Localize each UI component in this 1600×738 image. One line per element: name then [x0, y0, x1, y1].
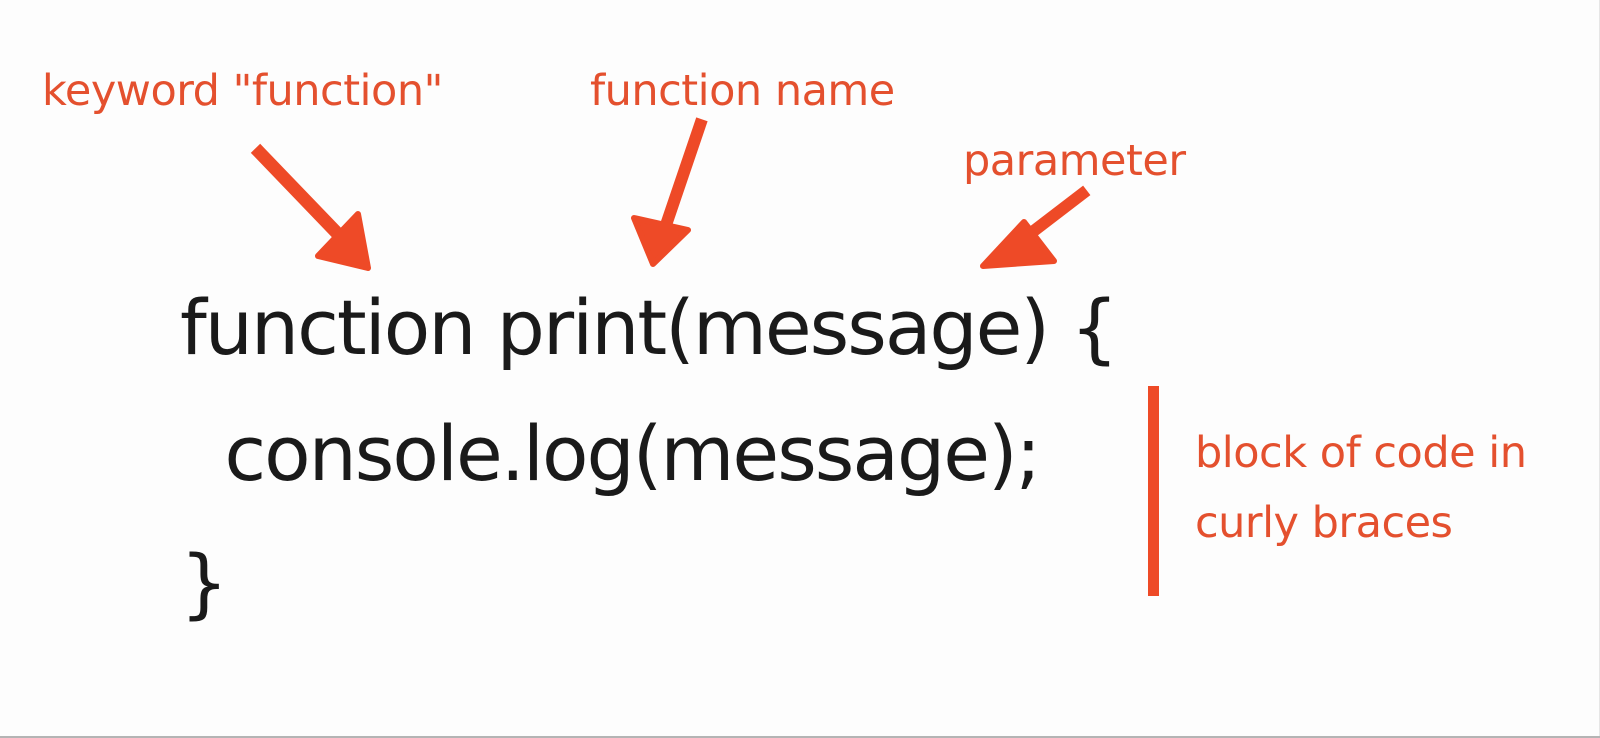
- code-line-2: console.log(message);: [180, 409, 1041, 498]
- bottom-edge-divider: [0, 736, 1600, 738]
- code-line-3: }: [180, 538, 228, 627]
- arrow-parameter-icon: [980, 185, 1091, 269]
- block-label-line-1: block of code in: [1195, 428, 1527, 478]
- arrow-keyword-icon: [250, 143, 371, 271]
- parameter-label: parameter: [963, 136, 1186, 186]
- block-label-line-2: curly braces: [1195, 498, 1453, 548]
- arrow-function-name-icon: [631, 117, 708, 267]
- keyword-function-label: keyword "function": [42, 66, 443, 116]
- code-line-1: function print(message) {: [180, 283, 1119, 372]
- block-bracket-bar: [1148, 386, 1159, 596]
- function-name-label: function name: [590, 66, 895, 116]
